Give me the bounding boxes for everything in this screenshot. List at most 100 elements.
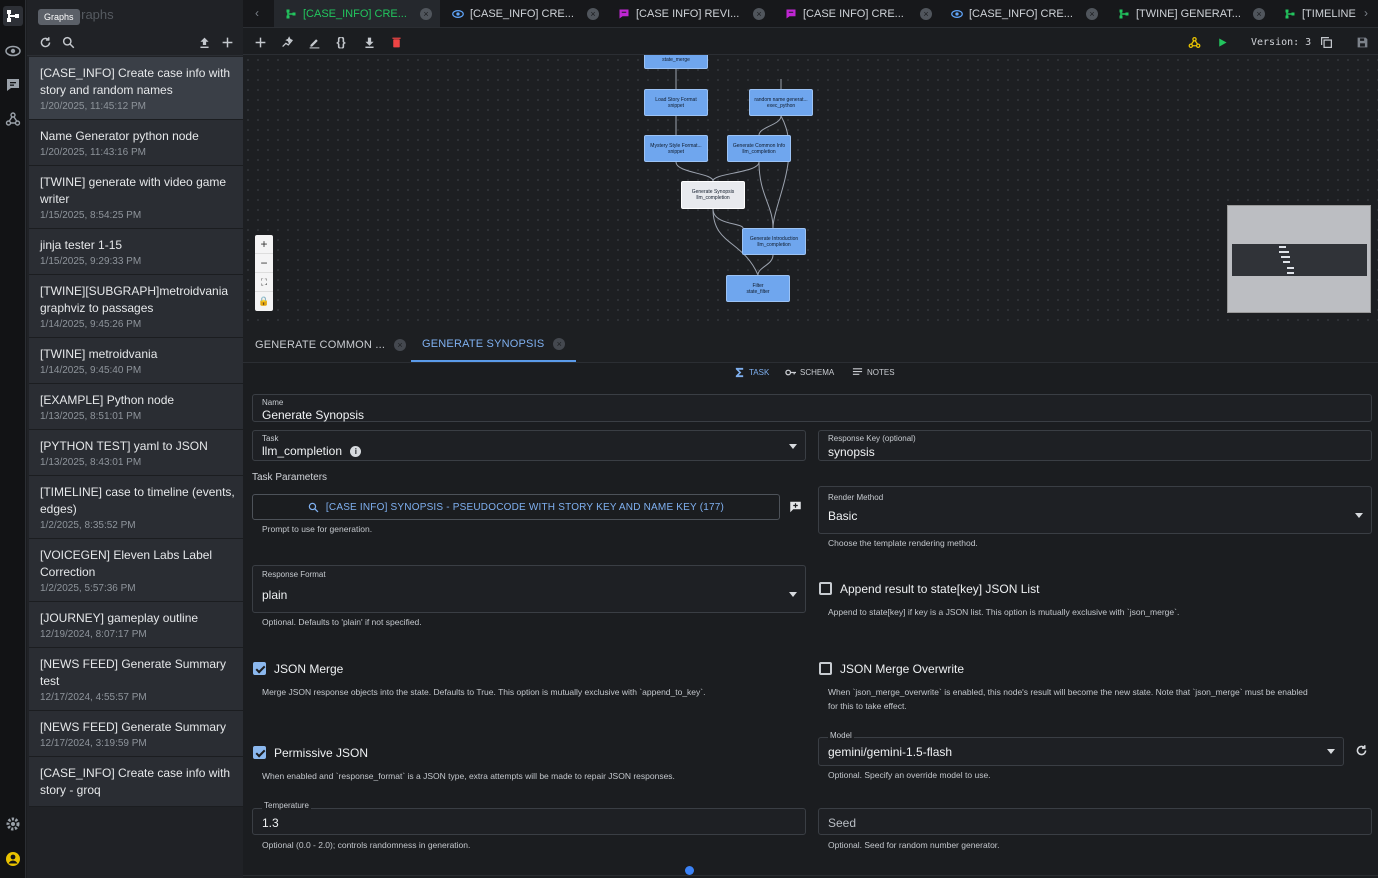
append-help: Append to state[key] if key is a JSON li… xyxy=(828,605,1179,619)
eye-icon[interactable] xyxy=(3,41,23,61)
download-icon[interactable] xyxy=(361,34,377,50)
tab-graph[interactable]: [TWINE] GENERAT...× xyxy=(1107,0,1273,28)
graph-node[interactable]: Mystery Style Format...snippet xyxy=(644,135,708,162)
list-item[interactable]: [JOURNEY] gameplay outline12/19/2024, 8:… xyxy=(29,602,243,648)
refresh-models-icon[interactable] xyxy=(1355,744,1369,758)
list-item[interactable]: [TWINE] generate with video game writer1… xyxy=(29,166,243,229)
graph-canvas[interactable]: state_mergeLoad Story Formatsnippet rando… xyxy=(243,55,1378,327)
list-item[interactable]: [VOICEGEN] Eleven Labs Label Correction1… xyxy=(29,539,243,602)
close-icon[interactable]: × xyxy=(753,8,765,20)
list-item[interactable]: [CASE_INFO] Create case info with story … xyxy=(29,57,243,120)
response-format-label: Response Format xyxy=(262,570,326,579)
list-item[interactable]: [PYTHON TEST] yaml to JSON1/13/2025, 8:4… xyxy=(29,430,243,476)
graph-node[interactable]: Generate Synopsisllm_completion xyxy=(681,181,745,209)
close-icon[interactable]: × xyxy=(587,8,599,20)
permissive-json-label: Permissive JSON xyxy=(274,746,368,760)
response-key-field[interactable]: Response Key (optional) synopsis xyxy=(818,430,1372,461)
seed-field[interactable]: Seed xyxy=(818,808,1372,835)
chevron-right-icon[interactable]: › xyxy=(1364,6,1368,20)
json-merge-checkbox[interactable] xyxy=(253,662,266,675)
render-method-select[interactable]: Render Method Basic xyxy=(818,486,1372,534)
tab-graph[interactable]: [TIMELINE xyxy=(1273,0,1363,28)
tab-task[interactable]: TASK xyxy=(734,367,769,378)
chat-icon[interactable] xyxy=(3,75,23,95)
minimap-node xyxy=(1283,261,1290,263)
append-checkbox[interactable] xyxy=(819,582,832,595)
delete-icon[interactable] xyxy=(388,34,404,50)
json-merge-overwrite-checkbox[interactable] xyxy=(819,662,832,675)
list-item[interactable]: [NEWS FEED] Generate Summary12/17/2024, … xyxy=(29,711,243,757)
task-select[interactable]: Task llm_completion i xyxy=(252,430,806,461)
list-item[interactable]: [NEWS FEED] Generate Summary test12/17/2… xyxy=(29,648,243,711)
panel-resize-handle[interactable] xyxy=(685,866,694,875)
settings-icon[interactable] xyxy=(3,814,23,834)
open-prompt-icon[interactable] xyxy=(789,500,802,512)
temperature-label: Temperature xyxy=(262,801,311,810)
tab-node[interactable]: GENERATE SYNOPSIS× xyxy=(411,327,576,362)
copy-icon[interactable] xyxy=(1318,34,1334,50)
graph-node[interactable]: state_merge xyxy=(644,55,708,69)
search-icon[interactable] xyxy=(60,34,76,50)
refresh-icon[interactable] xyxy=(37,34,53,50)
graph-node[interactable]: Load Story Formatsnippet xyxy=(644,89,708,116)
edit-icon[interactable] xyxy=(306,34,322,50)
auto-layout-icon[interactable] xyxy=(279,34,295,50)
list-item[interactable]: [TWINE] metroidvania1/14/2025, 9:45:40 P… xyxy=(29,338,243,384)
graph-toolbar: {} Version: 3 xyxy=(243,29,1378,55)
close-icon[interactable]: × xyxy=(1086,8,1098,20)
response-format-select[interactable]: Response Format plain xyxy=(252,565,806,613)
tab-node[interactable]: GENERATE COMMON ...× xyxy=(255,327,406,362)
minimap-node xyxy=(1287,267,1294,269)
save-icon[interactable] xyxy=(1354,34,1370,50)
graph-icon[interactable] xyxy=(3,6,23,26)
tab-graph[interactable]: [CASE_INFO] CRE...× xyxy=(441,0,607,28)
graph-node[interactable]: Generate Common Infollm_completion xyxy=(727,135,791,162)
graph-node[interactable]: random name generat...exec_python xyxy=(749,89,813,116)
name-field[interactable]: Name Generate Synopsis xyxy=(252,394,1372,422)
close-icon[interactable]: × xyxy=(394,339,406,351)
json-icon[interactable]: {} xyxy=(333,34,349,50)
minimap-node xyxy=(1287,272,1294,274)
tab-notes[interactable]: NOTES xyxy=(852,367,895,378)
list-item[interactable]: [TIMELINE] case to timeline (events, edg… xyxy=(29,476,243,539)
list-item[interactable]: Name Generator python node1/20/2025, 11:… xyxy=(29,120,243,166)
tab-graph[interactable]: [CASE INFO] CRE...× xyxy=(774,0,940,28)
tab-schema[interactable]: SCHEMA xyxy=(785,367,834,378)
chevron-left-icon[interactable]: ‹ xyxy=(255,6,259,20)
search-icon xyxy=(308,502,319,513)
webhook-run-icon[interactable] xyxy=(1186,34,1202,50)
json-merge-overwrite-help-1: When `json_merge_overwrite` is enabled, … xyxy=(828,685,1308,699)
graph-date: 1/13/2025, 8:43:01 PM xyxy=(40,457,235,468)
user-icon[interactable] xyxy=(3,849,23,869)
run-icon[interactable] xyxy=(1214,34,1230,50)
close-icon[interactable]: × xyxy=(420,8,432,20)
close-icon[interactable]: × xyxy=(1253,8,1265,20)
graph-name: [TWINE] generate with video game writer xyxy=(40,174,235,208)
close-icon[interactable]: × xyxy=(553,338,565,350)
chevron-down-icon xyxy=(1355,513,1363,518)
graph-node[interactable]: Generate Introductionllm_completion xyxy=(742,228,806,255)
permissive-json-checkbox[interactable] xyxy=(253,746,266,759)
tab-graph[interactable]: [CASE INFO] REVI...× xyxy=(607,0,773,28)
fit-view-icon[interactable]: ⛶ xyxy=(255,273,273,292)
list-item[interactable]: [CASE_INFO] Create case info with story … xyxy=(29,757,243,807)
upload-icon[interactable] xyxy=(196,34,212,50)
lock-icon[interactable]: 🔒 xyxy=(255,292,273,311)
model-select[interactable]: Model gemini/gemini-1.5-flash xyxy=(818,737,1344,766)
add-graph-icon[interactable] xyxy=(219,34,235,50)
list-item[interactable]: [EXAMPLE] Python node1/13/2025, 8:51:01 … xyxy=(29,384,243,430)
minimap[interactable] xyxy=(1227,205,1371,313)
close-icon[interactable]: × xyxy=(920,8,932,20)
tab-graph[interactable]: [CASE_INFO] CRE...× xyxy=(274,0,440,28)
tab-graph[interactable]: [CASE_INFO] CRE...× xyxy=(940,0,1106,28)
info-icon[interactable]: i xyxy=(350,446,361,457)
webhook-icon[interactable] xyxy=(3,109,23,129)
graph-node[interactable]: Filterstate_filter xyxy=(726,275,790,302)
add-node-icon[interactable] xyxy=(252,34,268,50)
list-item[interactable]: [TWINE][SUBGRAPH]metroidvania graphviz t… xyxy=(29,275,243,338)
temperature-field[interactable]: Temperature 1.3 xyxy=(252,808,806,835)
prompt-select-button[interactable]: [CASE INFO] SYNOPSIS - PSEUDOCODE WITH S… xyxy=(252,494,780,520)
list-item[interactable]: jinja tester 1-151/15/2025, 9:29:33 PM xyxy=(29,229,243,275)
zoom-out-icon[interactable]: − xyxy=(255,254,273,273)
zoom-in-icon[interactable]: + xyxy=(255,235,273,254)
